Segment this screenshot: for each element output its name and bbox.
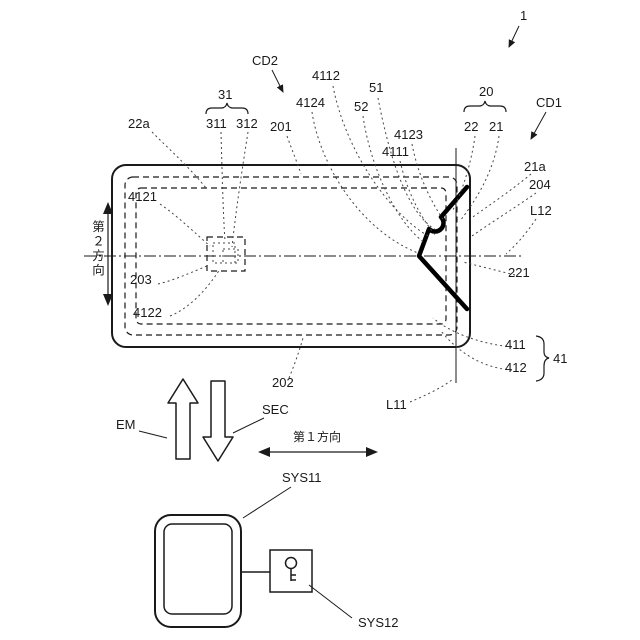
sys11-device-outline — [154, 514, 242, 628]
sec-down-arrow — [202, 380, 234, 462]
label-4111: 4111 — [382, 144, 409, 159]
label-dir1: 第１方向 — [293, 429, 341, 444]
dir1-arrowhead-right — [366, 447, 378, 457]
pointer-cd2 — [271, 69, 284, 93]
label-em: EM — [116, 417, 136, 432]
label-312: 312 — [236, 116, 258, 131]
element-312-rect — [222, 248, 239, 264]
label-cd2: CD2 — [252, 53, 278, 68]
label-31: 31 — [218, 87, 232, 102]
leader-l12 — [505, 218, 537, 255]
label-l11: L11 — [386, 397, 407, 412]
sys12-key-box — [269, 549, 313, 593]
label-41: 41 — [553, 351, 567, 366]
leader-51 — [377, 97, 437, 231]
pointer-cd1 — [530, 111, 547, 140]
connector-sys12 — [308, 584, 353, 619]
label-21: 21 — [489, 119, 503, 134]
label-22: 22 — [464, 119, 478, 134]
label-51: 51 — [369, 80, 383, 95]
label-dir2: 第２方向 — [90, 220, 104, 278]
leader-311 — [220, 131, 226, 243]
leader-4123 — [411, 143, 445, 222]
leader-21 — [459, 135, 500, 222]
connector-em — [138, 430, 168, 439]
leader-312 — [231, 131, 249, 248]
leader-411 — [432, 317, 513, 348]
sys11-screen — [163, 523, 233, 615]
connector-sys11 — [242, 486, 292, 519]
leader-221 — [462, 261, 516, 276]
em-up-arrow — [167, 378, 199, 460]
leader-412 — [440, 330, 513, 371]
leader-4124 — [311, 111, 419, 254]
leader-4112 — [332, 85, 431, 238]
leader-l11 — [409, 378, 454, 403]
element-31-outer-rect — [206, 236, 246, 272]
label-4121: 4121 — [128, 189, 157, 204]
label-411: 411 — [505, 337, 526, 352]
leader-4121 — [159, 203, 211, 247]
label-sys11: SYS11 — [282, 470, 322, 485]
label-52: 52 — [354, 99, 368, 114]
leader-21a — [469, 173, 532, 220]
label-201: 201 — [270, 119, 292, 134]
label-22a: 22a — [128, 116, 150, 131]
key-icon — [284, 556, 298, 581]
leader-4122 — [169, 268, 221, 317]
brace-20 — [463, 100, 507, 113]
label-4112: 4112 — [312, 68, 340, 83]
label-204: 204 — [529, 177, 551, 192]
label-202: 202 — [272, 375, 294, 390]
label-fig-no: 1 — [520, 8, 527, 23]
label-4123: 4123 — [394, 127, 423, 142]
label-4122: 4122 — [133, 305, 162, 320]
label-4124: 4124 — [296, 95, 325, 110]
label-221: 221 — [508, 265, 530, 280]
label-311: 311 — [206, 116, 227, 131]
pointer-fig-no — [508, 25, 520, 48]
leader-202 — [288, 337, 304, 379]
label-21a: 21a — [524, 159, 546, 174]
leader-204 — [471, 192, 537, 237]
brace-31 — [205, 102, 249, 115]
leader-203 — [157, 265, 208, 285]
leader-201 — [286, 135, 302, 175]
label-412: 412 — [505, 360, 527, 375]
connector-sec — [232, 417, 265, 434]
label-sec: SEC — [262, 402, 289, 417]
dir2-arrowhead-bottom — [103, 294, 113, 306]
brace-41 — [535, 335, 550, 382]
leader-4111 — [399, 160, 437, 237]
label-203: 203 — [130, 272, 152, 287]
dir2-arrowhead-top — [103, 202, 113, 214]
leader-52 — [362, 115, 427, 245]
leader-22a — [151, 131, 207, 189]
label-sys12: SYS12 — [358, 615, 398, 630]
label-l12: L12 — [530, 203, 552, 218]
dir1-arrowhead-left — [258, 447, 270, 457]
element-311-rect — [212, 242, 236, 264]
chevron-notch-shape — [416, 184, 470, 312]
label-cd1: CD1 — [536, 95, 562, 110]
label-20: 20 — [479, 84, 493, 99]
